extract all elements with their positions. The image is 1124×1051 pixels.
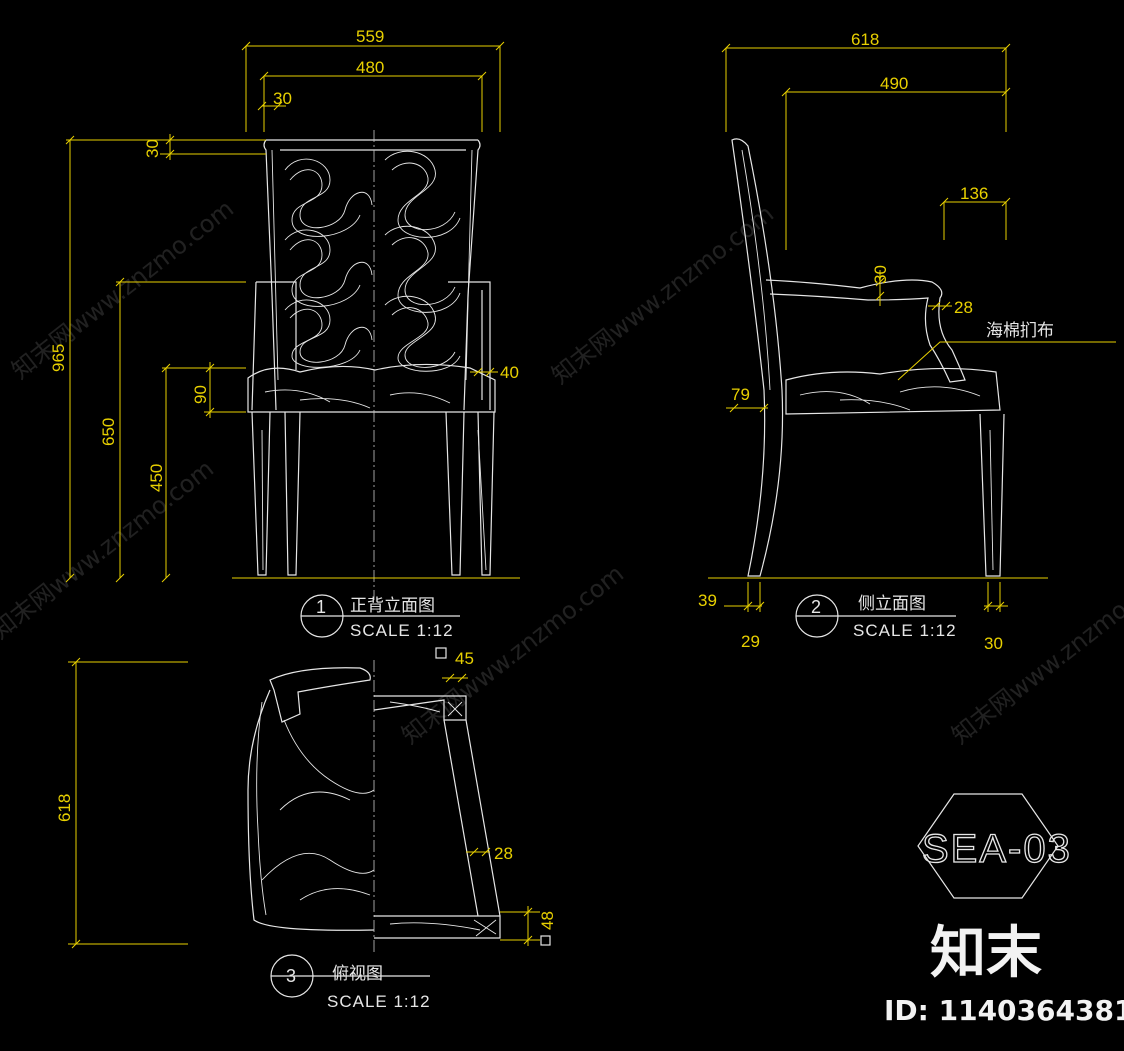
view-number: 3 (286, 966, 296, 986)
side-elevation-view: 618 490 136 30 28 海棉扪布 79 39 29 30 2 侧立面… (698, 30, 1116, 653)
view-title: 侧立面图 (858, 594, 926, 614)
square-section-marker (540, 935, 551, 946)
dim-side-30: 30 (984, 634, 1003, 653)
view-number: 1 (316, 597, 326, 617)
view-title: 俯视图 (332, 964, 383, 984)
watermark-text: 知末网www.znzmo.com (0, 454, 219, 644)
view-title: 正背立面图 (350, 596, 435, 616)
code-hexagon (917, 793, 1059, 899)
watermark-text: 知末网www.znzmo.com (6, 194, 239, 384)
watermark-text: 知末网www.znzmo.com (946, 559, 1124, 749)
view-scale: SCALE 1:12 (350, 621, 454, 640)
dim-plan-45: 45 (455, 649, 474, 668)
watermark-layer: 知末网www.znzmo.com 知末网www.znzmo.com 知末网www… (0, 194, 1124, 749)
view-scale: SCALE 1:12 (853, 621, 957, 640)
dim-front-overall-width: 559 (356, 27, 384, 46)
plan-view: 45 618 28 48 3 俯视图 SCALE 1:12 (55, 647, 557, 1011)
drawing-code: SEA-03 (922, 827, 1072, 871)
dim-side-136: 136 (960, 184, 988, 203)
dim-plan-28: 28 (494, 844, 513, 863)
dim-side-39: 39 (698, 591, 717, 610)
dim-front-height-965: 965 (49, 344, 68, 372)
image-id: ID: 1140364381 (884, 994, 1124, 1027)
dim-front-back-width: 480 (356, 58, 384, 77)
brand-block: 知末 ID: 1140364381 (884, 921, 1124, 1027)
annotation-foam-upholstery: 海棉扪布 (986, 321, 1054, 341)
dim-front-height-650: 650 (99, 418, 118, 446)
dim-side-depth: 618 (851, 30, 879, 49)
dim-side-490: 490 (880, 74, 908, 93)
dim-front-leg-40: 40 (500, 363, 519, 382)
dim-front-seat-90: 90 (191, 385, 210, 404)
front-elevation-view: 559 480 30 30 965 650 450 90 40 1 正背立面图 … (49, 27, 520, 640)
view-number: 2 (811, 597, 821, 617)
dim-plan-depth: 618 (55, 794, 74, 822)
dim-side-29: 29 (741, 632, 760, 651)
drawing-code-tag: SEA-03 (917, 793, 1072, 899)
dim-front-top-30: 30 (143, 139, 162, 158)
dim-side-arm-28: 28 (954, 298, 973, 317)
watermark-text: 知末网www.znzmo.com (396, 559, 629, 749)
dim-side-arm-30: 30 (871, 265, 890, 284)
dim-front-height-450: 450 (147, 464, 166, 492)
view-scale: SCALE 1:12 (327, 992, 431, 1011)
dim-front-frame-30: 30 (273, 89, 292, 108)
square-section-marker (435, 647, 447, 659)
brand-logo: 知末 (930, 921, 1042, 986)
dim-plan-48: 48 (538, 911, 557, 930)
dim-side-79: 79 (731, 385, 750, 404)
